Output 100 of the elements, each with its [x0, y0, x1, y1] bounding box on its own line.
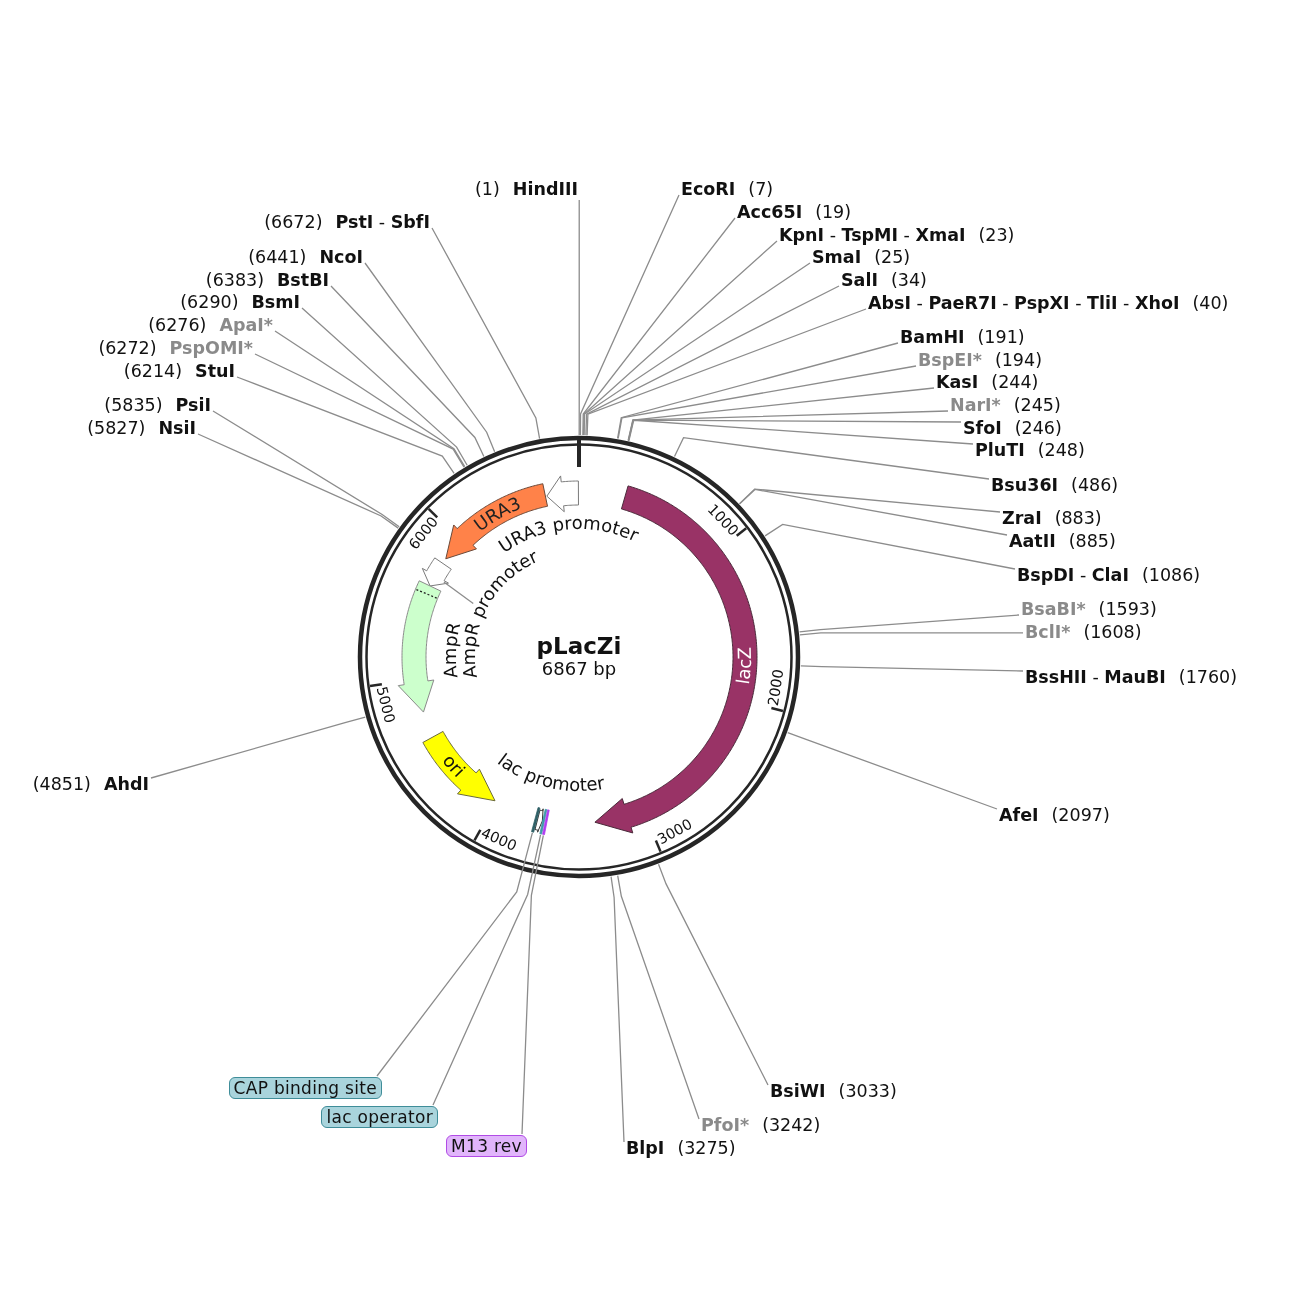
cut-site-position: (6290)	[180, 292, 239, 312]
cut-site-position: (3033)	[838, 1081, 897, 1101]
leader-line	[330, 285, 485, 458]
cut-site-position: (244)	[991, 372, 1039, 392]
enzyme-name: BspDI - ClaI	[1017, 565, 1129, 585]
cut-site-position: (6276)	[148, 315, 207, 335]
cut-site-position: (6672)	[264, 212, 323, 232]
enzyme-name: AatII	[1009, 531, 1056, 551]
enzyme-name: BstBI	[277, 270, 329, 290]
enzyme-name: ZraI	[1002, 508, 1042, 528]
enzyme-name: BsaBI*	[1021, 599, 1086, 619]
cut-site-position: (885)	[1068, 531, 1116, 551]
feature-tag: CAP binding site	[228, 1077, 382, 1099]
leader-line	[585, 285, 840, 436]
leader-line	[582, 217, 736, 436]
enzyme-name: ApaI*	[219, 315, 273, 335]
cut-site-position: (246)	[1014, 418, 1062, 438]
leader-line	[799, 632, 1024, 636]
leader-line	[657, 863, 769, 1086]
cut-site-position: (19)	[815, 202, 852, 222]
leader-line	[364, 262, 496, 453]
cut-site-position: (1)	[475, 179, 500, 199]
cut-site-position: (5827)	[87, 418, 146, 438]
enzyme-name: SalI	[841, 270, 878, 290]
cut-site-position: (2097)	[1051, 805, 1110, 825]
leader-line	[521, 834, 544, 1135]
enzyme-name: NcoI	[319, 247, 363, 267]
leader-line	[212, 410, 400, 528]
enzyme-name: SmaI	[812, 247, 862, 267]
leader-line	[301, 307, 468, 466]
feature-tag: M13 rev	[446, 1135, 527, 1157]
leader-line	[578, 199, 580, 436]
leader-line	[583, 262, 811, 436]
leader-line	[798, 614, 1020, 633]
cut-site-position: (1760)	[1178, 667, 1238, 687]
leader-line	[432, 834, 542, 1106]
leader-line	[787, 732, 998, 810]
enzyme-name: BspEI*	[918, 350, 982, 370]
enzyme-name: Acc65I	[737, 202, 803, 222]
cut-site-position: (6383)	[205, 270, 264, 290]
tick-label: 4000	[478, 824, 520, 854]
leader-line	[236, 376, 455, 475]
cut-site-position: (1593)	[1098, 599, 1157, 619]
enzyme-name: KpnI - TspMI - XmaI	[779, 225, 966, 245]
leader-line	[616, 342, 899, 440]
leader-line	[673, 436, 990, 480]
cut-site-position: (3242)	[762, 1115, 821, 1135]
enzyme-name: BlpI	[626, 1138, 665, 1158]
feature-band	[421, 557, 452, 587]
feature-bar	[539, 808, 548, 835]
cut-site-position: (6214)	[123, 361, 183, 381]
cut-site-position: (6441)	[248, 247, 307, 267]
enzyme-name: PstI - SbfI	[335, 212, 430, 232]
enzyme-name: Bsu36I	[991, 475, 1059, 495]
leader-line	[579, 194, 680, 436]
feature-tag: lac operator	[321, 1106, 438, 1128]
enzyme-name: BclI*	[1025, 622, 1071, 642]
leader-line	[617, 874, 700, 1120]
cut-site-position: (5835)	[104, 395, 163, 415]
leader-line	[800, 665, 1024, 672]
enzyme-name: KasI	[936, 372, 979, 392]
cut-site-position: (194)	[994, 350, 1042, 370]
cut-site-position: (883)	[1054, 508, 1102, 528]
cut-site-position: (34)	[890, 270, 927, 290]
enzyme-name: PsiI	[175, 395, 211, 415]
enzyme-name: SfoI	[963, 418, 1002, 438]
leader-line	[610, 876, 625, 1143]
feature-bar	[542, 809, 550, 836]
enzyme-name: AhdI	[103, 774, 149, 794]
cut-site-position: (7)	[748, 179, 774, 199]
enzyme-name: BsmI	[251, 292, 300, 312]
leader-line	[150, 716, 366, 779]
cut-site-position: (191)	[977, 327, 1025, 347]
leader-line	[254, 353, 465, 468]
leader-line	[431, 227, 541, 440]
leader-line	[274, 330, 466, 468]
feature-label: ori	[438, 750, 470, 782]
cut-site-position: (1608)	[1083, 622, 1142, 642]
cut-site-position: (40)	[1192, 293, 1229, 313]
cut-site-position: (6272)	[98, 338, 157, 358]
enzyme-name: PluTI	[975, 440, 1025, 460]
enzyme-name: HindIII	[512, 179, 578, 199]
cut-site-position: (245)	[1013, 395, 1061, 415]
enzyme-name: NarI*	[950, 395, 1001, 415]
enzyme-name: BsiWI	[770, 1081, 826, 1101]
enzyme-name: AbsI - PaeR7I - PspXI - TliI - XhoI	[868, 293, 1180, 313]
cut-site-position: (3275)	[677, 1138, 736, 1158]
leader-line	[197, 433, 399, 529]
leader-line	[617, 365, 917, 440]
cut-site-position: (23)	[978, 225, 1015, 245]
enzyme-name: PfoI*	[701, 1115, 750, 1135]
enzyme-name: EcoRI	[681, 179, 736, 199]
enzyme-name: AfeI	[999, 805, 1039, 825]
tick-label: 2000	[764, 668, 787, 708]
enzyme-name: BamHI	[900, 327, 965, 347]
cut-site-position: (25)	[874, 247, 911, 267]
cut-site-position: (1086)	[1141, 565, 1201, 585]
leader-line	[764, 523, 1016, 570]
enzyme-name: StuI	[195, 361, 235, 381]
plasmid-size: 6867 bp	[541, 659, 617, 681]
